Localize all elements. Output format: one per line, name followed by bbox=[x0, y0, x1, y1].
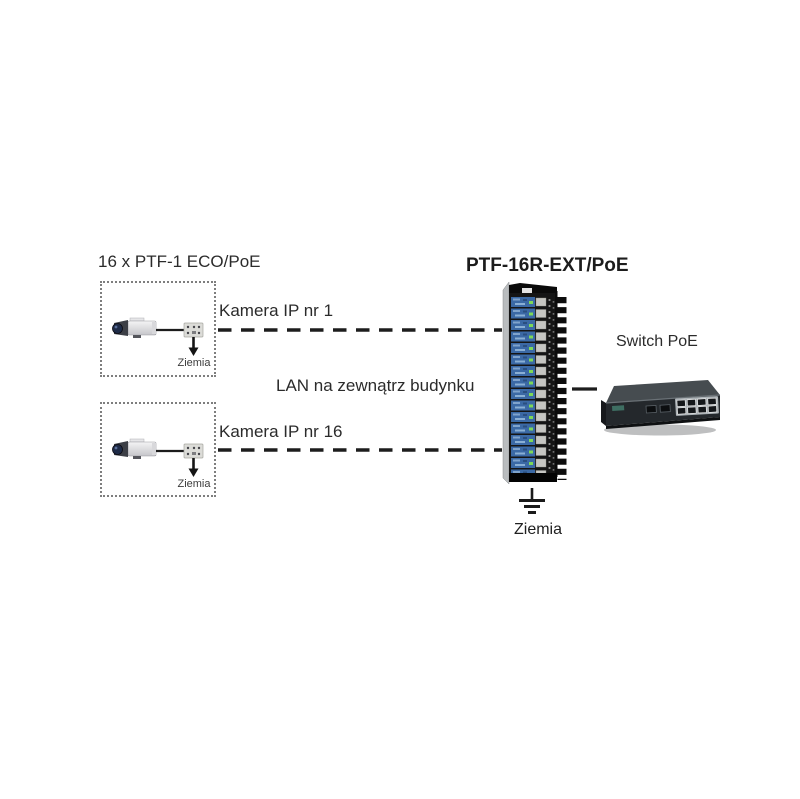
camera16-line-label: Kamera IP nr 16 bbox=[219, 422, 343, 441]
switch-top-face bbox=[606, 380, 720, 403]
switch-logo bbox=[612, 405, 625, 411]
panel-ground-label: Ziemia bbox=[513, 521, 562, 538]
panel-title: PTF-16R-EXT/PoE bbox=[466, 255, 629, 276]
camera16-image bbox=[112, 438, 204, 477]
rack-flange bbox=[502, 281, 510, 485]
camera16-box: Ziemia bbox=[100, 402, 216, 497]
surge-protector-icon bbox=[183, 443, 204, 459]
ground-arrow-icon bbox=[188, 337, 199, 356]
switch-rj45-block bbox=[675, 396, 719, 416]
camera1-line-label: Kamera IP nr 1 bbox=[219, 301, 334, 320]
patch-panel-image bbox=[502, 281, 567, 485]
camera1-ground-label: Ziemia bbox=[177, 357, 211, 369]
camera1-image bbox=[112, 317, 204, 356]
switch-title: Switch PoE bbox=[616, 333, 698, 350]
camera-icon bbox=[112, 317, 157, 338]
earth-symbol-icon bbox=[519, 488, 545, 514]
ground-arrow-icon bbox=[188, 458, 199, 477]
camera-group-title: 16 x PTF-1 ECO/PoE bbox=[98, 252, 261, 271]
switch-uplink-ports bbox=[645, 404, 671, 414]
switch-image bbox=[601, 380, 721, 436]
surge-protector-icon bbox=[183, 322, 204, 338]
camera-icon bbox=[112, 438, 157, 459]
lan-label: LAN na zewnątrz budynku bbox=[276, 376, 475, 395]
camera16-ground-label: Ziemia bbox=[177, 478, 211, 490]
camera1-box: Ziemia bbox=[100, 281, 216, 377]
